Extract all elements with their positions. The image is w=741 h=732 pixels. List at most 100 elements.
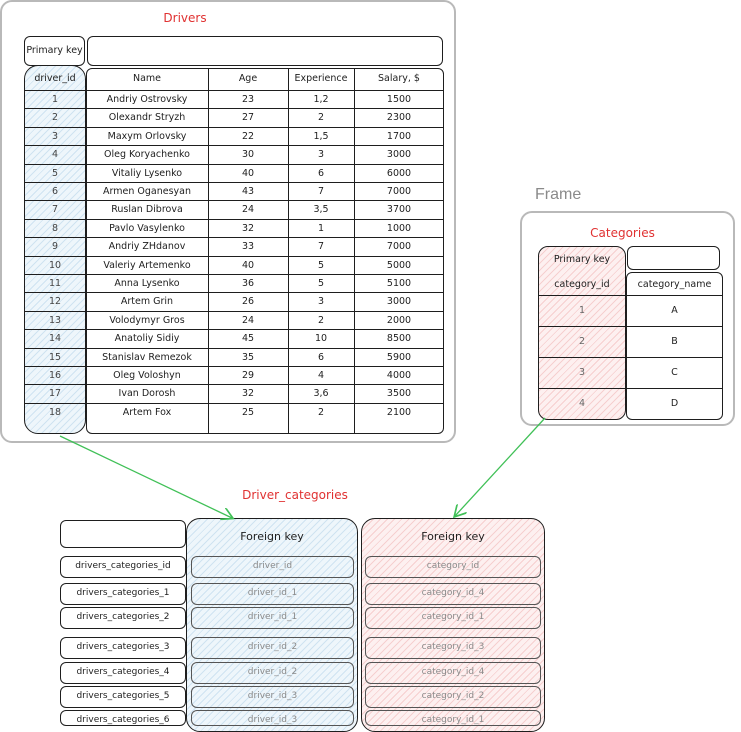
drivers-cell: 22 (241, 130, 255, 142)
drivers-row-divider (24, 329, 444, 331)
dc-cell: category_id (426, 561, 480, 571)
categories-title: Categories (590, 226, 655, 240)
drivers-cell: 3,6 (313, 388, 329, 400)
drivers-cell: 9 (51, 241, 59, 253)
drivers-cell: 8500 (386, 333, 412, 345)
dc-cell-box (365, 583, 541, 605)
drivers-cell: 12 (48, 296, 62, 308)
drivers-row-divider (24, 384, 444, 386)
drivers-cell: 4 (51, 149, 59, 161)
categories-cell: D (670, 398, 679, 409)
dc-cell-box (365, 637, 541, 659)
drivers-cell: 5100 (386, 278, 412, 289)
dc-cell: drivers_categories_5 (76, 691, 170, 701)
dc-fk1-label: Foreign key (240, 530, 304, 543)
categories-row-divider (538, 357, 723, 358)
dc-cell: category_id_4 (421, 588, 485, 598)
drivers-cell: 10 (48, 259, 62, 271)
drivers-cell: Anna Lysenko (114, 278, 180, 289)
drivers-header-0: driver_id (34, 73, 76, 84)
categories-cell: 3 (578, 367, 586, 378)
categories-cell: 1 (578, 305, 586, 316)
drivers-cell: 4000 (386, 370, 412, 381)
drivers-title: Drivers (163, 11, 207, 25)
drivers-col-divider (288, 68, 289, 434)
drivers-cell: 32 (241, 388, 255, 400)
drivers-cell: Olexandr Stryzh (108, 112, 186, 124)
dc-cell-box (60, 583, 186, 605)
drivers-cell: 6 (317, 351, 325, 363)
drivers-cell: 13 (48, 314, 62, 326)
drivers-cell: 5000 (386, 259, 412, 271)
drivers-row-divider (24, 126, 444, 128)
dc-cell-box (60, 662, 186, 684)
drivers-cell: 17 (48, 388, 62, 400)
categories-pk-label: Primary key (553, 254, 611, 265)
drivers-cell: 7000 (386, 241, 412, 253)
dc-cell-box (191, 686, 354, 708)
drivers-cell: 5900 (386, 351, 412, 363)
drivers-cell: 26 (241, 296, 255, 308)
drivers-cell: 5 (51, 167, 59, 179)
dc-cell-box (60, 686, 186, 708)
drivers-cell: 3 (317, 296, 325, 308)
drivers-cell: 3 (51, 130, 59, 142)
categories-header-1: category_name (637, 279, 712, 290)
dc-fk-category-column (361, 518, 545, 732)
dc-cell: category_id_2 (421, 691, 485, 701)
categories-cell: 4 (578, 398, 586, 409)
dc-cell: drivers_categories_4 (76, 667, 170, 677)
drivers-cell: 3500 (386, 388, 412, 400)
drivers-row-divider (24, 182, 444, 183)
drivers-cell: 32 (241, 222, 255, 234)
dc-cell: category_id_1 (421, 612, 485, 622)
dc-cell-box (60, 556, 186, 578)
categories-row-divider (538, 295, 723, 296)
drivers-cell: Artem Grin (120, 296, 174, 308)
drivers-cell: 1 (317, 222, 325, 234)
drivers-cell: 23 (241, 94, 255, 105)
dc-cell-box (60, 637, 186, 659)
drivers-cell: Stanislav Remezok (102, 351, 192, 363)
drivers-cell: Vitaliy Lysenko (111, 167, 183, 179)
categories-empty-box (627, 246, 720, 270)
dc-cell-box (365, 686, 541, 708)
drivers-row-divider (24, 200, 444, 202)
drivers-cell: 3700 (386, 204, 412, 216)
dc-cell-box (191, 607, 354, 629)
drivers-cell: Oleg Koryachenko (103, 149, 190, 161)
drivers-cell: 1500 (386, 94, 412, 105)
drivers-row-divider (24, 218, 444, 220)
drivers-cell: Andriy ZHdanov (108, 241, 186, 253)
drivers-cell: 6 (317, 167, 325, 179)
drivers-col-divider (354, 68, 355, 434)
categories-cell: B (671, 336, 678, 347)
dc-cell: drivers_categories_id (75, 561, 171, 571)
dc-cell: drivers_categories_6 (76, 715, 170, 725)
drivers-cell: 6000 (386, 167, 412, 179)
drivers-row-divider (24, 237, 444, 239)
categories-header-0: category_id (554, 279, 610, 290)
drivers-cell: Armen Oganesyan (103, 186, 191, 197)
drivers-cell: Andriy Ostrovsky (106, 94, 188, 105)
drivers-row-divider (24, 145, 444, 147)
drivers-cell: 3000 (386, 296, 412, 308)
dc-cell: driver_id_3 (247, 691, 298, 701)
drivers-cell: 10 (314, 333, 328, 345)
drivers-cell: 29 (241, 370, 255, 381)
drivers-empty-box (87, 36, 443, 66)
drivers-cell: 36 (241, 278, 255, 289)
drivers-cell: 16 (48, 370, 62, 381)
dc-cell-box (191, 556, 354, 578)
drivers-row-divider (24, 108, 444, 110)
drivers-cell: 6 (51, 186, 59, 197)
dc-empty-box (60, 520, 186, 548)
drivers-cell: 7 (317, 241, 325, 253)
drivers-cell: Pavlo Vasylenko (109, 222, 185, 234)
dc-cell-box (60, 607, 186, 629)
dc-cell: driver_id_1 (247, 612, 298, 622)
dc-cell: drivers_categories_2 (76, 612, 170, 622)
drivers-cell: 45 (241, 333, 255, 345)
drivers-col-divider (208, 68, 209, 434)
categories-row-divider (538, 388, 723, 389)
